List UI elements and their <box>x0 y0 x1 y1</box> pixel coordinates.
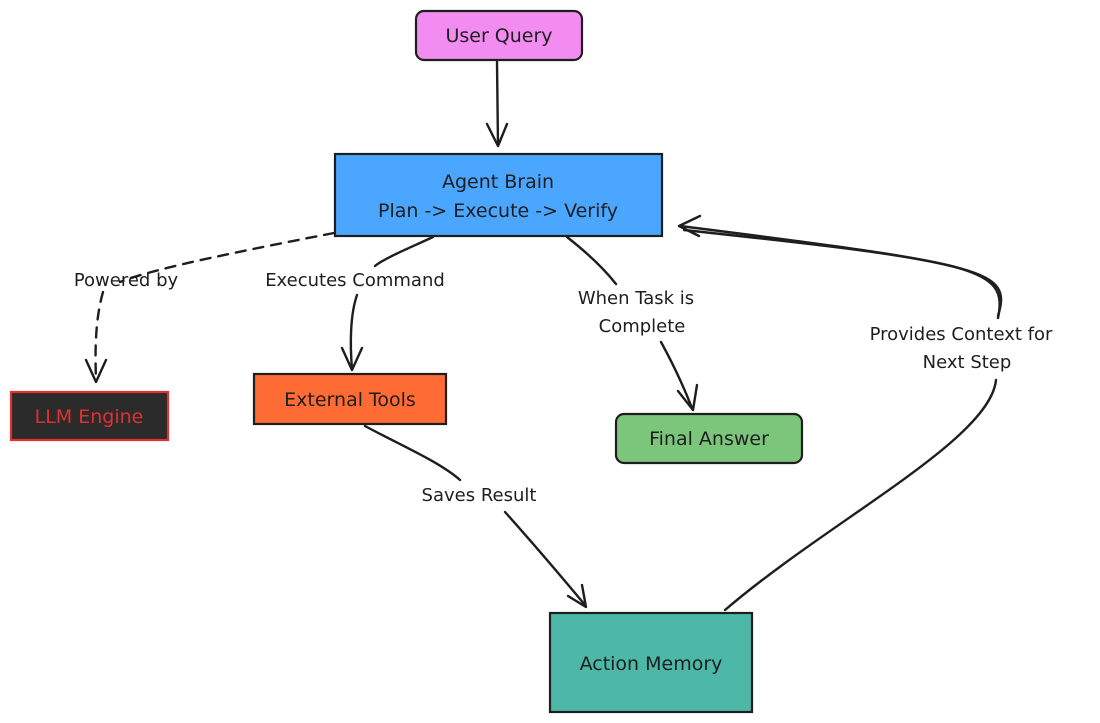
external-tools-box <box>252 372 448 426</box>
node-action-memory: Action Memory <box>548 611 754 714</box>
node-final-answer: Final Answer <box>614 412 804 465</box>
user-query-box <box>414 9 584 62</box>
edge-when-complete <box>565 235 699 412</box>
external-tools-label: External Tools <box>284 389 416 411</box>
final-answer-label: Final Answer <box>649 428 769 450</box>
node-agent-brain: Agent Brain Plan -> Execute -> Verify <box>333 152 664 238</box>
node-llm-engine: LLM Engine <box>9 390 170 442</box>
label-saves-result: Saves Result <box>422 485 537 506</box>
final-answer-box <box>614 412 804 465</box>
agent-brain-subtitle: Plan -> Execute -> Verify <box>378 200 618 222</box>
label-provides-context: Provides Context for <box>870 324 1053 345</box>
agent-brain-box <box>333 152 664 238</box>
label-next-step: Next Step <box>923 352 1012 373</box>
label-complete: Complete <box>599 316 686 337</box>
label-when-task-is: When Task is <box>578 288 694 309</box>
action-memory-label: Action Memory <box>580 653 723 675</box>
action-memory-box <box>548 611 754 714</box>
node-external-tools: External Tools <box>252 372 448 426</box>
edge-executes-command <box>340 235 435 372</box>
label-executes-command: Executes Command <box>265 270 445 291</box>
edge-powered-by <box>84 231 336 384</box>
llm-engine-box <box>9 390 170 442</box>
edge-provides-context <box>677 214 1003 612</box>
label-powered-by: Powered by <box>74 270 179 291</box>
node-user-query: User Query <box>414 9 584 62</box>
llm-engine-label: LLM Engine <box>35 406 144 428</box>
agent-brain-title: Agent Brain <box>442 171 554 193</box>
user-query-label: User Query <box>445 25 552 47</box>
edge-query-to-brain <box>485 60 509 148</box>
edge-saves-result <box>363 424 588 609</box>
